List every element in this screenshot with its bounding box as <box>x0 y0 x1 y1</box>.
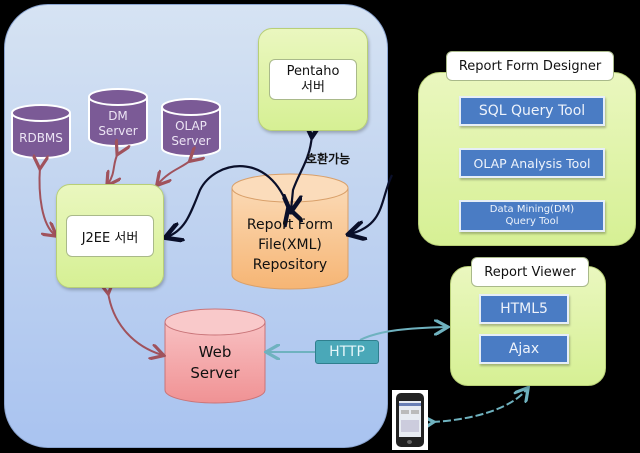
j2ee-webserver-arrow <box>108 292 162 355</box>
designer-repository-arrow <box>350 174 393 234</box>
report-form-designer-title: Report Form Designer <box>446 51 614 81</box>
dm-j2ee-arrow <box>108 153 118 184</box>
ajax-item: Ajax <box>479 334 569 364</box>
repository-j2ee-arrow <box>167 165 289 237</box>
olap-j2ee-arrow <box>158 160 191 184</box>
web-server-cylinder <box>164 308 266 404</box>
sql-query-tool: SQL Query Tool <box>459 96 605 126</box>
pentaho-server-label: Pentaho 서버 <box>269 59 357 100</box>
mobile-viewer-arrow <box>432 389 527 422</box>
compatible-label: 호환가능 <box>306 152 351 166</box>
olap-server-label: OLAP Server <box>171 119 211 148</box>
smartphone-icon <box>392 390 428 450</box>
report-viewer-title: Report Viewer <box>471 257 589 287</box>
html5-item: HTML5 <box>479 294 569 324</box>
rdbms-cylinder <box>11 104 71 159</box>
dm-server-cylinder <box>88 88 148 147</box>
http-viewer-arrow <box>359 327 446 341</box>
repository-label: Report Form File(XML) Repository <box>246 217 334 273</box>
rdbms-label: RDBMS <box>19 131 63 145</box>
rdbms-j2ee-arrow <box>40 167 55 235</box>
data-mining-query-tool: Data Mining(DM) Query Tool <box>459 200 605 232</box>
j2ee-server-label: J2EE 서버 <box>66 215 154 257</box>
dm-server-label: DM Server <box>98 109 138 138</box>
olap-analysis-tool: OLAP Analysis Tool <box>459 148 605 178</box>
http-badge: HTTP <box>315 340 379 364</box>
pentaho-repository-arrow <box>291 135 312 210</box>
web-server-label: Web Server <box>190 343 240 382</box>
